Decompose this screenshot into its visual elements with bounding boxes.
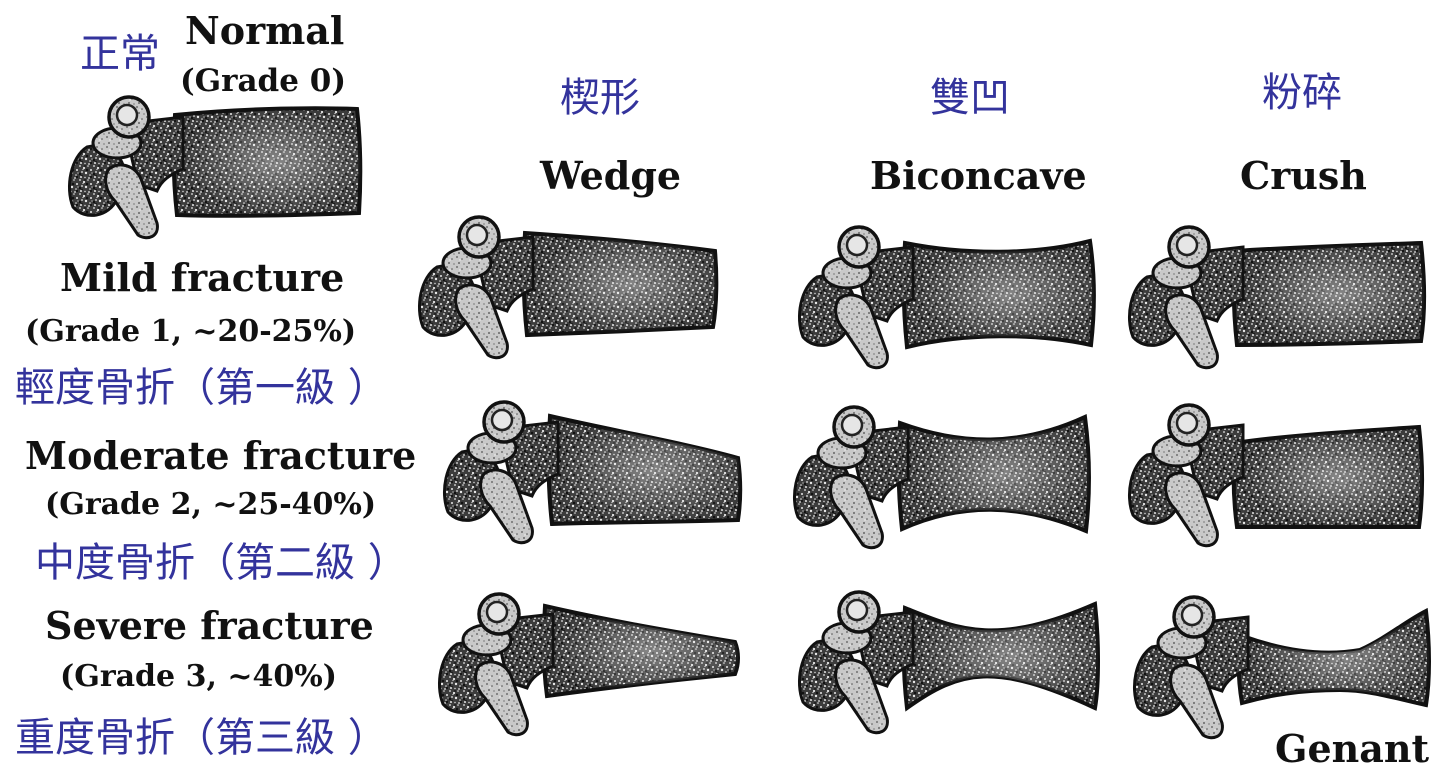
row-severe-label: Severe fracture xyxy=(45,607,374,645)
vertebra-crush-moderate xyxy=(1129,405,1422,546)
vertebra-wedge-mild xyxy=(419,217,716,358)
body-highlight xyxy=(524,233,717,335)
vertebra-biconcave-moderate xyxy=(794,407,1088,548)
vertebra-crush-severe xyxy=(1134,597,1429,738)
normal-label-zh: 正常 xyxy=(80,34,160,74)
column-biconcave: Biconcave xyxy=(870,157,1087,195)
column-wedge: Wedge xyxy=(540,157,681,195)
vertebra-biconcave-severe xyxy=(799,592,1098,733)
posterior-elements xyxy=(444,402,558,543)
column-wedge-zh: 楔形 xyxy=(560,78,640,118)
vertebra-biconcave-mild xyxy=(799,227,1093,368)
body-highlight xyxy=(174,108,361,216)
row-moderate-label: Moderate fracture xyxy=(25,437,416,475)
column-crush-zh: 粉碎 xyxy=(1262,73,1342,113)
row-mild-zh: 輕度骨折（第一級 ） xyxy=(15,368,388,408)
vertebra-wedge-moderate xyxy=(444,402,740,543)
body-highlight xyxy=(549,416,741,524)
vertebra-wedge-severe xyxy=(439,594,738,735)
column-crush: Crush xyxy=(1240,157,1367,195)
posterior-elements xyxy=(439,594,553,735)
body-highlight xyxy=(1234,243,1424,345)
credit-label: Genant xyxy=(1275,730,1429,768)
body-highlight xyxy=(904,241,1094,347)
posterior-elements xyxy=(799,592,913,733)
posterior-elements xyxy=(1129,227,1243,368)
vertebra-crush-mild xyxy=(1129,227,1424,368)
row-moderate-grade: (Grade 2, ~25-40%) xyxy=(45,490,376,520)
posterior-elements xyxy=(794,407,908,548)
posterior-elements xyxy=(69,97,183,238)
normal-grade: (Grade 0) xyxy=(180,66,346,97)
body-highlight xyxy=(544,606,738,696)
vertebra-normal xyxy=(69,97,360,238)
posterior-elements xyxy=(799,227,913,368)
column-biconcave-zh: 雙凹 xyxy=(930,78,1010,118)
body-highlight xyxy=(1234,427,1422,527)
body-highlight xyxy=(899,417,1089,531)
row-mild-grade: (Grade 1, ~20-25%) xyxy=(25,317,356,347)
row-severe-grade: (Grade 3, ~40%) xyxy=(60,662,337,692)
row-severe-zh: 重度骨折（第三級 ） xyxy=(15,718,388,758)
posterior-elements xyxy=(1129,405,1243,546)
row-mild-label: Mild fracture xyxy=(60,259,344,297)
posterior-elements xyxy=(419,217,533,358)
posterior-elements xyxy=(1134,597,1248,738)
normal-label: Normal xyxy=(185,12,344,50)
row-moderate-zh: 中度骨折（第二級 ） xyxy=(35,543,408,583)
